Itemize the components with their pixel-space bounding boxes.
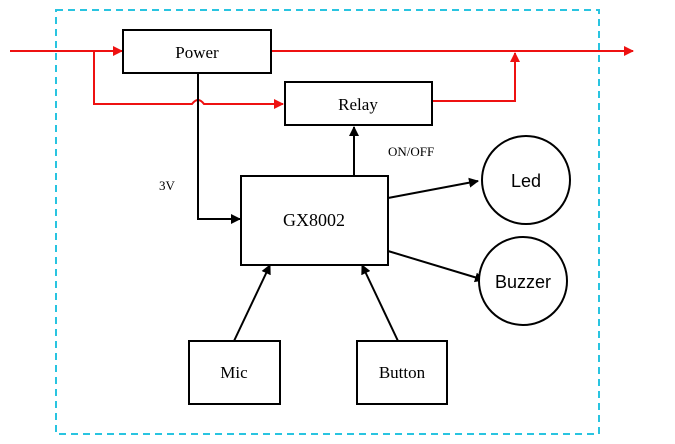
button-label: Button [379,363,426,382]
power-block: Power [122,29,272,74]
system-boundary [55,9,600,435]
led-node: Led [481,135,571,225]
signal-lines [197,73,485,342]
button-block: Button [356,340,448,405]
relay-label: Relay [338,95,378,114]
buzzer-label: Buzzer [495,272,551,292]
controller-to-led-line [387,177,479,199]
voltage-label: 3V [159,178,176,193]
led-label: Led [511,171,541,191]
buzzer-node: Buzzer [478,236,568,326]
mic-label: Mic [220,363,248,382]
controller-to-buzzer-line [387,250,485,283]
power-to-controller-line [197,73,241,224]
switch-label: ON/OFF [388,144,434,159]
relay-output-line [432,52,520,102]
mic-block: Mic [188,340,281,405]
mic-to-controller-line [233,264,271,342]
controller-block: GX8002 [240,175,389,266]
relay-block: Relay [284,81,433,126]
controller-label: GX8002 [283,210,345,230]
power-label: Power [175,43,219,62]
button-to-controller-line [361,264,399,342]
